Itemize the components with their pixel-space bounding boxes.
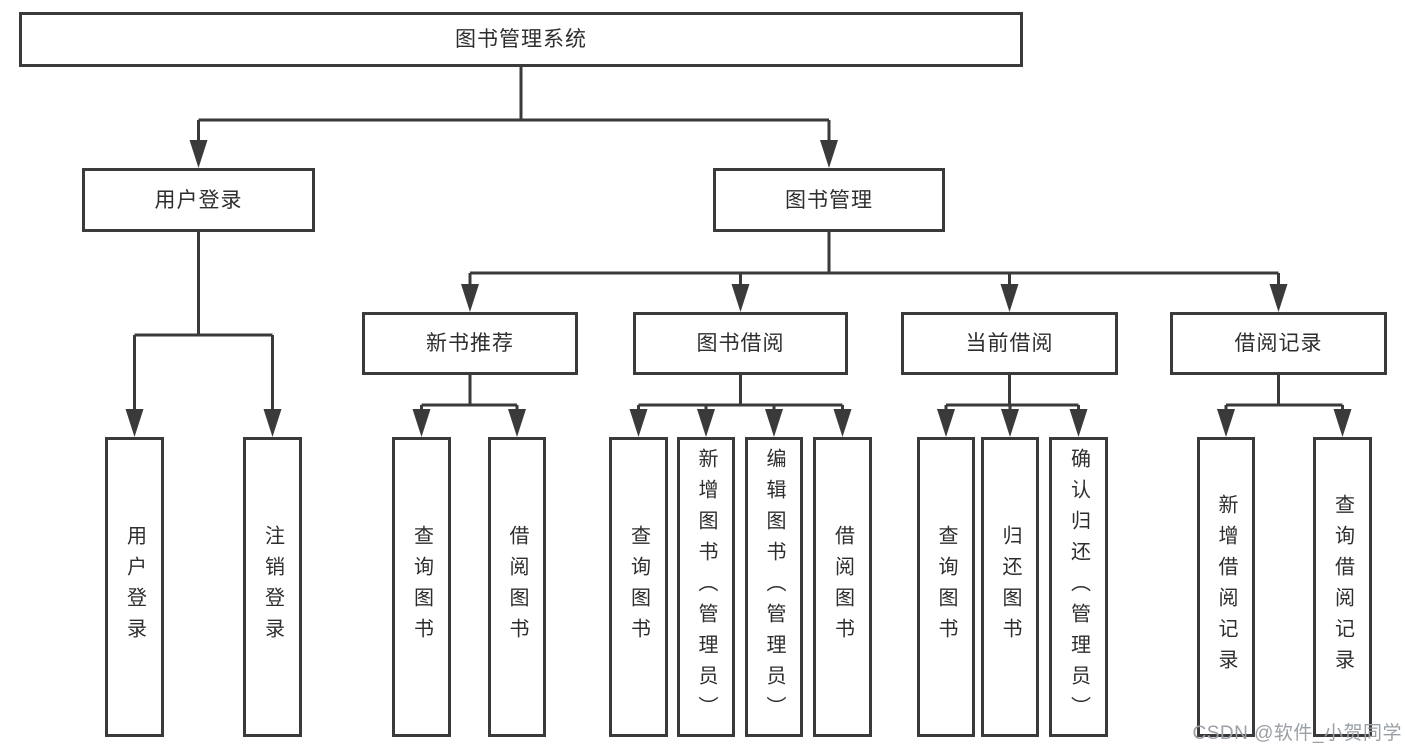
node-library-system: 图书管理系统 <box>19 12 1023 67</box>
leaf-record-add-record: 新增借阅记录 <box>1197 437 1255 737</box>
arrowhead <box>1217 409 1235 437</box>
node-user-login-label: 用户登录 <box>154 188 243 212</box>
leaf-recommend-query-book: 查询图书 <box>392 437 451 737</box>
arrowhead <box>461 284 479 312</box>
arrowhead <box>765 409 783 437</box>
node-library-system-label: 图书管理系统 <box>455 28 587 51</box>
leaf-user-login-label: 用户登录 <box>123 525 146 649</box>
arrowhead <box>1269 284 1288 312</box>
connector-current-leaves <box>944 375 1080 411</box>
arrowhead <box>1001 409 1019 437</box>
arrowhead <box>189 140 208 168</box>
node-new-book-recommend-label: 新书推荐 <box>426 332 514 355</box>
node-borrowing-records-label: 借阅记录 <box>1234 332 1323 355</box>
arrowhead <box>1333 409 1352 437</box>
leaf-recommend-query-book-label: 查询图书 <box>410 525 433 649</box>
arrowhead <box>1069 409 1088 437</box>
leaf-borrow-add-book: 新增图书（管理员） <box>677 437 735 737</box>
arrowhead <box>820 140 838 168</box>
leaf-record-query-record: 查询借阅记录 <box>1313 437 1372 737</box>
node-borrowing-records: 借阅记录 <box>1170 312 1387 375</box>
connector-recommend-leaves <box>420 375 519 411</box>
leaf-logout-login-label: 注销登录 <box>261 525 284 649</box>
leaf-recommend-borrow-book-label: 借阅图书 <box>506 525 528 649</box>
leaf-borrow-query-book-label: 查询图书 <box>627 525 650 649</box>
connector-root-level2 <box>197 67 831 142</box>
leaf-recommend-borrow-book: 借阅图书 <box>488 437 546 737</box>
node-current-borrowing-label: 当前借阅 <box>965 332 1054 355</box>
leaf-borrow-add-book-label: 新增图书（管理员） <box>695 447 717 727</box>
arrowhead <box>263 409 282 437</box>
leaf-current-return-book: 归还图书 <box>981 437 1039 737</box>
leaf-logout-login: 注销登录 <box>243 437 302 737</box>
leaf-borrow-edit-book-label: 编辑图书（管理员） <box>763 447 785 727</box>
node-user-login: 用户登录 <box>82 168 315 232</box>
node-book-borrowing: 图书借阅 <box>633 312 848 375</box>
arrowhead <box>833 409 852 437</box>
node-new-book-recommend: 新书推荐 <box>362 312 578 375</box>
node-book-management-label: 图书管理 <box>785 188 873 212</box>
arrowhead <box>697 409 715 437</box>
node-book-management: 图书管理 <box>713 168 945 232</box>
watermark: CSDN @软件_小贺同学 <box>1192 723 1402 744</box>
node-book-borrowing-label: 图书借阅 <box>696 332 785 355</box>
arrowhead <box>1000 284 1019 312</box>
leaf-current-query-book-label: 查询图书 <box>935 525 957 649</box>
leaf-current-query-book: 查询图书 <box>917 437 975 737</box>
arrowhead <box>629 409 648 437</box>
leaf-record-query-record-label: 查询借阅记录 <box>1331 494 1354 680</box>
leaf-current-confirm-return: 确认归还（管理员） <box>1049 437 1108 737</box>
connector-bookmgmt-level3 <box>468 232 1280 286</box>
leaf-borrow-edit-book: 编辑图书（管理员） <box>745 437 803 737</box>
leaf-borrow-borrow-book: 借阅图书 <box>813 437 872 737</box>
leaf-current-return-book-label: 归还图书 <box>999 525 1021 649</box>
leaf-user-login: 用户登录 <box>105 437 164 737</box>
arrowhead <box>412 409 431 437</box>
connector-records-leaves <box>1224 375 1344 411</box>
connector-borrowing-leaves <box>637 375 844 411</box>
arrowhead <box>937 409 955 437</box>
leaf-current-confirm-return-label: 确认归还（管理员） <box>1067 447 1090 727</box>
arrowhead <box>508 409 526 437</box>
arrowhead <box>125 409 144 437</box>
leaf-borrow-borrow-book-label: 借阅图书 <box>831 525 854 649</box>
leaf-borrow-query-book: 查询图书 <box>609 437 668 737</box>
node-current-borrowing: 当前借阅 <box>901 312 1118 375</box>
connector-userlogin-leaves <box>133 232 274 411</box>
arrowhead <box>731 284 750 312</box>
leaf-record-add-record-label: 新增借阅记录 <box>1215 494 1237 680</box>
